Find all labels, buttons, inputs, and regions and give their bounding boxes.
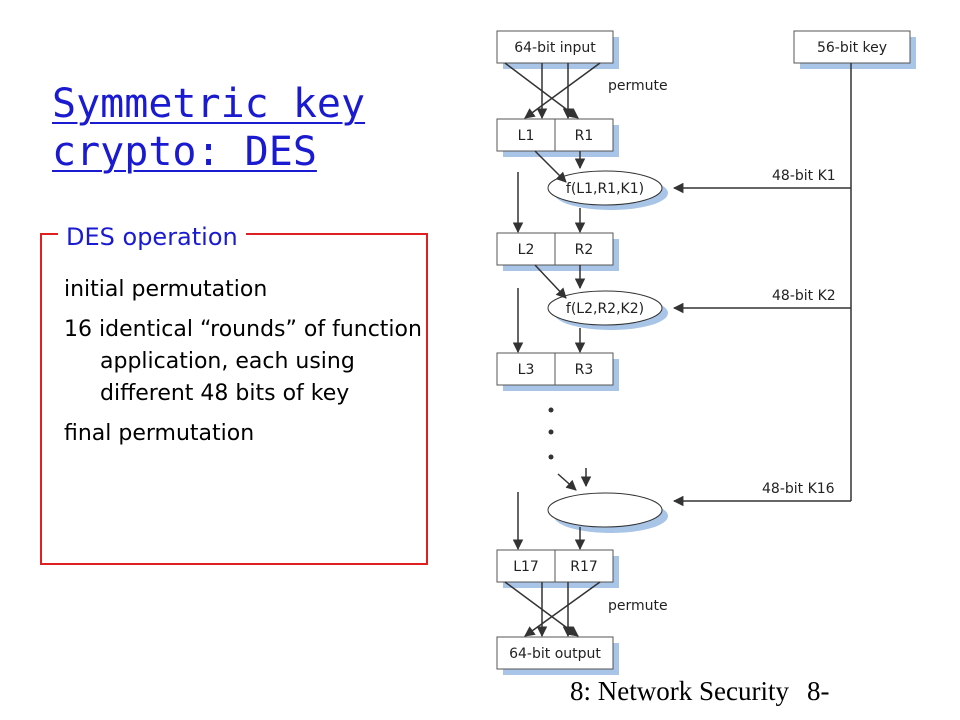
arrow-l1-to-f1 [534, 150, 567, 183]
des-operation-legend: DES operation [58, 220, 246, 254]
des-operation-list: initial permutation 16 identical “rounds… [64, 274, 424, 458]
key-label: 56-bit key [817, 40, 887, 56]
continuation-dot [548, 454, 554, 460]
continuation-dot [548, 429, 554, 435]
des-diagram: 64-bit input 56-bit key permute L1 R1 f(… [496, 30, 916, 675]
slide-title: Symmetric key crypto: DES [52, 81, 366, 175]
f1-ellipse [547, 170, 663, 206]
output-label: 64-bit output [509, 646, 601, 662]
f2-label: f(L2,R2,K2) [566, 301, 644, 317]
footer-chapter: 8: Network Security [570, 676, 789, 706]
f16-ellipse [547, 492, 663, 528]
k2-label: 48-bit K2 [772, 288, 836, 304]
input-label: 64-bit input [514, 40, 596, 56]
slide-footer: 8: Network Security 8- [570, 676, 847, 707]
continuation-dot [548, 407, 554, 413]
f2-ellipse [547, 290, 663, 326]
arrow-to-f16 [557, 473, 577, 491]
k16-label: 48-bit K16 [762, 481, 835, 497]
l1-label: L1 [518, 128, 535, 144]
k1-label: 48-bit K1 [772, 168, 836, 184]
permute-top-label: permute [608, 78, 668, 94]
permute-bottom-label: permute [608, 598, 668, 614]
list-item: initial permutation [64, 277, 268, 302]
r17-label: R17 [570, 559, 598, 575]
r3-label: R3 [575, 362, 594, 378]
l17-label: L17 [513, 559, 539, 575]
output-box [496, 636, 614, 670]
permute-arrow [524, 62, 601, 119]
list-item: 16 identical “rounds” of function applic… [64, 317, 422, 406]
r1-label: R1 [575, 128, 594, 144]
key-box [793, 30, 911, 64]
l2-label: L2 [518, 242, 535, 258]
input-box [496, 30, 614, 64]
permute-arrow [524, 581, 601, 637]
l3-label: L3 [518, 362, 535, 378]
footer-page: 8- [806, 676, 830, 706]
arrow-l2-to-f2 [534, 264, 567, 299]
f1-label: f(L1,R1,K1) [566, 181, 644, 197]
list-item: final permutation [64, 421, 255, 446]
r2-label: R2 [575, 242, 594, 258]
